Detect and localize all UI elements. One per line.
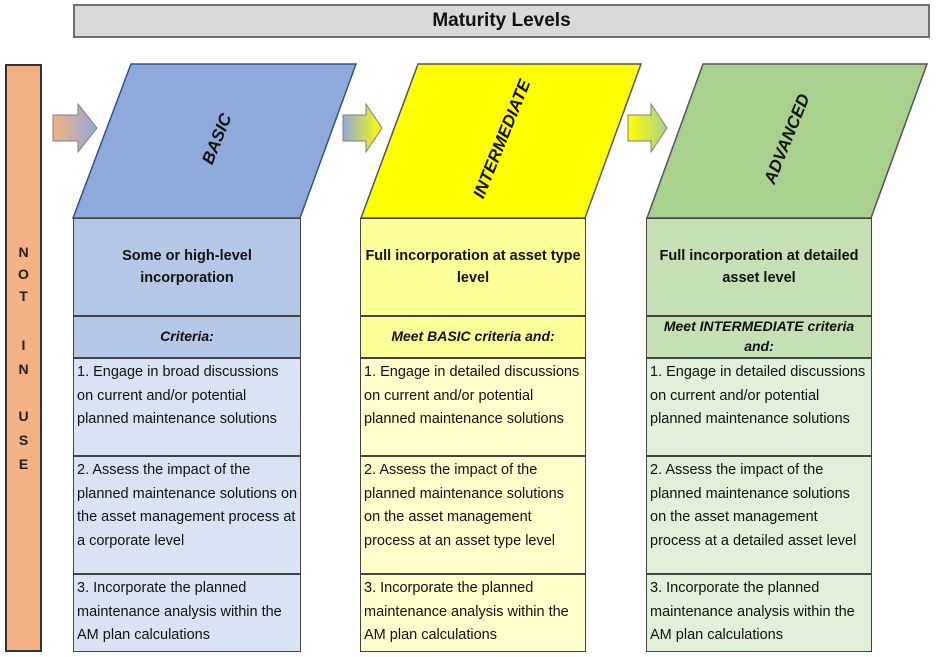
not-in-use-bar: N O T I N U S E [5,64,42,652]
not-in-use-letter: E [18,456,29,472]
advanced-criteria-label: Meet INTERMEDIATE criteria and: [646,316,872,358]
arrow-icon [627,102,668,154]
not-in-use-letter: O [18,266,29,282]
basic-criterion-3: 3. Incorporate the planned maintenance a… [73,574,301,652]
intermediate-criterion-2: 2. Assess the impact of the planned main… [360,456,586,574]
not-in-use-letter: S [18,432,29,448]
advanced-criterion-3: 3. Incorporate the planned maintenance a… [646,574,872,652]
not-in-use-letter: T [19,288,28,304]
not-in-use-letter: I [21,337,26,353]
intermediate-criterion-3: 3. Incorporate the planned maintenance a… [360,574,586,652]
maturity-levels-title: Maturity Levels [73,4,930,38]
intermediate-criterion-1: 1. Engage in detailed discussions on cur… [360,358,586,456]
not-in-use-letter: N [18,244,29,260]
not-in-use-letter: N [18,361,29,377]
advanced-heading: Full incorporation at detailed asset lev… [646,218,872,316]
intermediate-heading: Full incorporation at asset type level [360,218,586,316]
intermediate-criteria-label: Meet BASIC criteria and: [360,316,586,358]
arrow-icon [52,102,98,154]
not-in-use-letter: U [18,408,29,424]
basic-heading: Some or high-level incorporation [73,218,301,316]
basic-criterion-1: 1. Engage in broad discussions on curren… [73,358,301,456]
arrow-icon [342,102,383,154]
advanced-criterion-1: 1. Engage in detailed discussions on cur… [646,358,872,456]
basic-criterion-2: 2. Assess the impact of the planned main… [73,456,301,574]
advanced-criterion-2: 2. Assess the impact of the planned main… [646,456,872,574]
basic-criteria-label: Criteria: [73,316,301,358]
